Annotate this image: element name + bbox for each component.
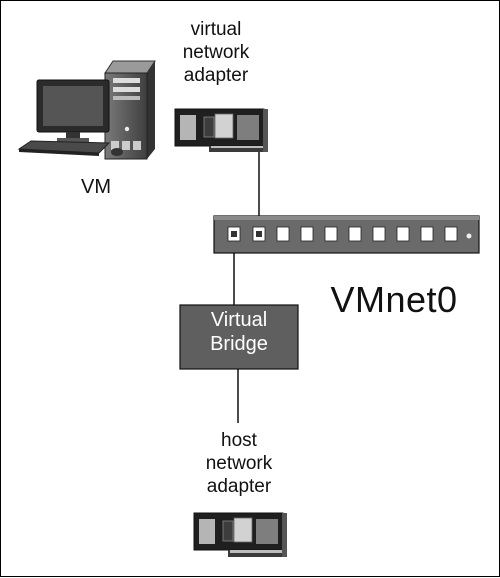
virtual-adapter-line-1: virtual [190,19,242,40]
host-network-adapter-icon [193,512,287,557]
bridge-line-2: Bridge [210,333,268,356]
host-adapter-line-2: network [205,453,273,475]
switch-label: VMnet0 [330,279,458,320]
virtual-network-adapter-label: virtual network adapter [161,18,271,88]
host-adapter-line-3: adapter [206,476,272,498]
virtual-bridge-box [179,304,299,370]
host-adapter-line-1: host [221,430,257,451]
computer-icon [17,60,156,160]
virtual-network-adapter-icon [174,108,268,152]
host-network-adapter-label: host network adapter [179,429,299,499]
virtual-bridge-label: Virtual Bridge [180,308,298,357]
switch-icon [213,215,480,254]
switch-ports [227,226,458,242]
vm-label: VM [81,176,111,198]
bridge-line-1: Virtual [210,309,268,331]
virtual-adapter-line-2: network [182,42,250,64]
virtual-adapter-line-3: adapter [183,65,249,87]
